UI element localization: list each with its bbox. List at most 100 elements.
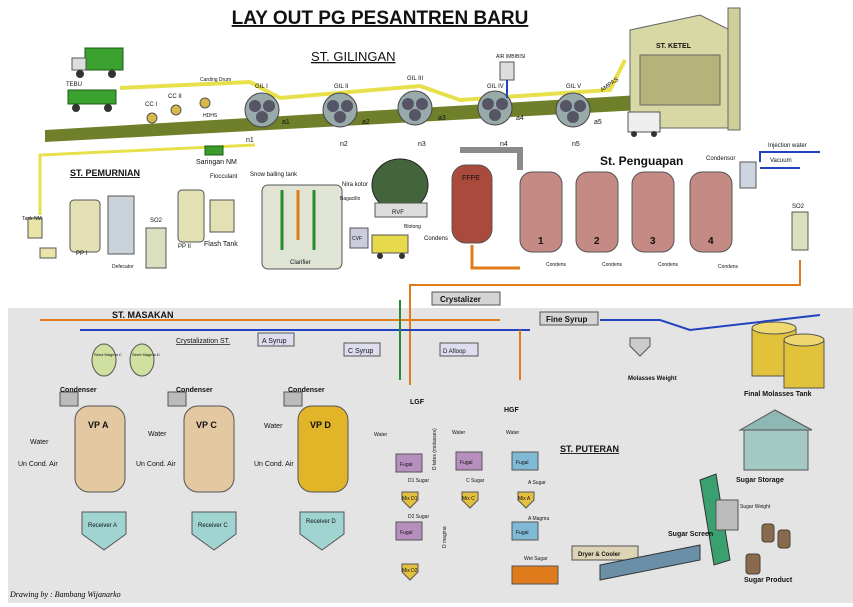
seed-magma-c-icon	[91, 343, 117, 377]
mill-5-icon	[555, 92, 591, 128]
receiver-c-label: Receiver C	[198, 523, 228, 529]
mix-c-icon	[461, 491, 479, 509]
a3-label: a3	[438, 115, 446, 122]
mill-juice-labels: n1 n2 n3 n4 n5 a1 a2 a3 a4 a5	[246, 115, 602, 148]
water-c-label: Water	[148, 431, 167, 438]
flash-tank-label: Flash Tank	[204, 241, 238, 248]
station-gilingan-label: ST. GILINGAN	[311, 49, 396, 64]
condens-2-label: Condens	[602, 262, 623, 268]
sugar-elevator-icon	[699, 473, 731, 566]
d1-sugar-label: D1 Sugar	[408, 478, 429, 484]
lgf-label: LGF	[410, 399, 425, 406]
mill-3-icon	[397, 90, 433, 126]
injection-water-label: Injection water	[768, 143, 807, 149]
a1-label: a1	[282, 119, 290, 126]
hdhs-label: HDHS	[203, 113, 218, 119]
evaporator-bodies	[519, 171, 733, 253]
water-a-label: Water	[30, 439, 49, 446]
cc1-label: CC I	[145, 102, 157, 108]
water-mid-label: Water	[452, 430, 465, 436]
sugar-screen-label: Sugar Screen	[668, 531, 713, 538]
sugar-weight-label: Sugar Weight	[740, 504, 771, 510]
mill-2-icon	[322, 92, 358, 128]
mill-4-icon	[477, 90, 513, 126]
condens-4-label: Condens	[718, 264, 739, 270]
fugal-c-label: Fugal	[460, 460, 473, 466]
diagram-title: LAY OUT PG PESANTREN BARU	[232, 8, 529, 29]
clarifier-icon	[261, 184, 343, 270]
mix-d2-icon	[401, 563, 419, 581]
nira-kotor-label: Nira kotor	[342, 182, 368, 188]
sugar-sacks-icon	[745, 523, 791, 575]
receiver-a-label: Receiver A	[88, 523, 117, 529]
ffpe-label: FFPE	[462, 175, 480, 182]
fugal-d2-icon	[395, 521, 423, 541]
evaporator-3-icon	[631, 171, 675, 253]
imbibition-water-tank	[499, 61, 515, 81]
vacuum-pan-d	[283, 391, 349, 493]
dryer-cooler-label: Dryer & Cooler	[578, 552, 621, 558]
fugal-a2-label: Fugal	[516, 530, 529, 536]
seed-magma-d-icon	[129, 343, 155, 377]
tebu-label: TEBU	[66, 82, 82, 88]
fine-syrup-label: Fine Syrup	[546, 315, 587, 324]
hgf-label: HGF	[504, 407, 520, 414]
evaporator-2-icon	[575, 171, 619, 253]
injection-water-line	[759, 151, 820, 162]
c-syrup-label: C Syrup	[348, 348, 373, 355]
saringan-label: Saringan NM	[196, 159, 237, 166]
a-syrup-label: A Syrup	[262, 338, 287, 345]
condens-3-label: Condens	[658, 262, 679, 268]
cvf-label: CVF	[352, 236, 362, 242]
condensor-icon	[739, 161, 757, 189]
mill-4-label: GIL IV	[487, 84, 504, 90]
credit-label: Drawing by : Bambang Wijanarko	[9, 590, 121, 599]
receiver-a-icon	[81, 511, 127, 551]
c-sugar-label: C Sugar	[466, 478, 485, 484]
mix-d1-label: Mix D1	[402, 496, 418, 502]
molasses-weight-label: Molasses Weight	[628, 376, 677, 382]
fugal-a-icon	[511, 451, 539, 471]
d-afloop-box	[439, 342, 479, 357]
n5-label: n5	[572, 141, 580, 148]
syrup-sulfitation-icon	[791, 211, 809, 251]
mix-d1-icon	[401, 491, 419, 509]
station-penguapan-label: St. Penguapan	[600, 154, 683, 168]
air-imbibisi-label: AIR IMBIBISI	[496, 54, 525, 60]
mill-1-icon	[244, 92, 280, 128]
water-lgf-label: Water	[374, 432, 387, 438]
mix-a-icon	[517, 491, 535, 509]
boiler-house-icon	[627, 7, 741, 137]
mill-tandem	[244, 90, 591, 128]
n3-label: n3	[418, 141, 426, 148]
receivers	[81, 511, 345, 551]
dryer-conveyor	[599, 544, 701, 581]
thick-juice-line	[409, 260, 801, 385]
so2-pemurnian-label: SO2	[150, 218, 163, 224]
defecator-icon	[107, 195, 135, 255]
juice-pump-icon	[39, 247, 57, 259]
tank-nm-label: Tank NM	[22, 216, 42, 222]
molasses-line	[600, 314, 821, 332]
cc2-label: CC II	[168, 94, 182, 100]
flash-tank-icon	[209, 199, 235, 233]
ffpe-evaporator-icon	[451, 164, 493, 244]
fugal-a-label: Fugal	[516, 460, 529, 466]
juice-flow-line	[119, 59, 627, 103]
fugal-c-icon	[455, 451, 483, 471]
crystalization-st-label: Crystalization ST.	[176, 338, 230, 345]
saringan-nm-icon	[204, 145, 224, 156]
a-sugar-label: A Sugar	[528, 480, 546, 486]
receiver-d-icon	[299, 511, 345, 551]
carding-drum-label: Carding Drum	[200, 77, 231, 83]
final-molasses-tank-label: Final Molasses Tank	[744, 391, 812, 398]
wet-sugar-conveyor	[511, 565, 559, 585]
vp-c-label: VP C	[196, 420, 217, 430]
vapour-header	[460, 147, 523, 170]
water-d-label: Water	[264, 423, 283, 430]
mix-c-label: Mix C	[462, 496, 475, 502]
vacuum-pan-c	[167, 391, 235, 493]
cane-truck-icon	[71, 47, 124, 78]
vp-d-label: VP D	[310, 420, 331, 430]
